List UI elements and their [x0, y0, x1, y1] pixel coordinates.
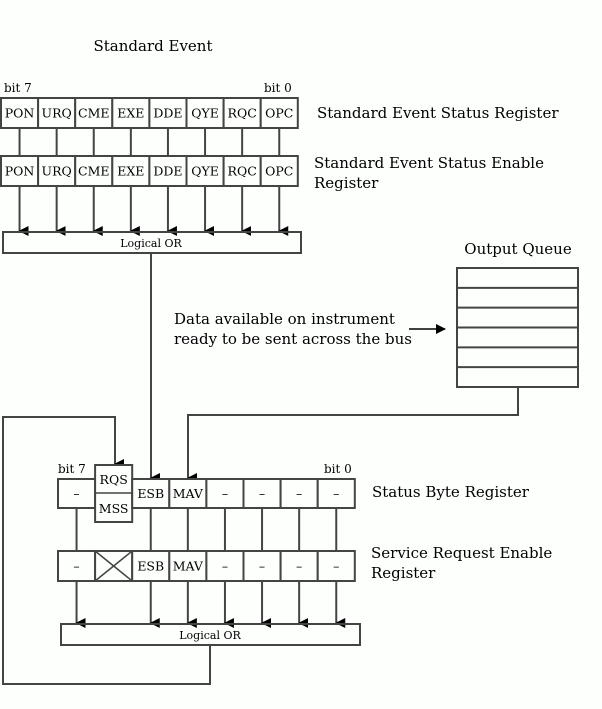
- sese-bit-label: URQ: [42, 164, 72, 179]
- sbr-cell-4: MAV: [168, 478, 208, 509]
- sre-label-line1: Service Request Enable: [371, 544, 552, 562]
- sre-bit-label: –: [222, 559, 228, 574]
- data-available-line2: ready to be sent across the bus: [174, 330, 412, 348]
- sre-cell-1: –: [279, 550, 319, 582]
- sese-cell-5: CME: [74, 155, 114, 187]
- sbr-bit0-label: bit 0: [324, 462, 352, 476]
- diagram-title: Standard Event: [94, 37, 213, 55]
- sese-bit-label: RQC: [228, 164, 257, 179]
- sbr-bit7-label: bit 7: [58, 462, 86, 476]
- sre-label-line2: Register: [371, 564, 436, 582]
- sbr-bit-label: –: [259, 486, 265, 501]
- sbr-bit-label: ESB: [137, 486, 164, 501]
- sre-cell-6: [94, 550, 134, 582]
- output-queue-label: Output Queue: [464, 240, 572, 258]
- sese-bit-label: QYE: [191, 164, 219, 179]
- sese-bit-label: EXE: [117, 164, 144, 179]
- sese-cell-3: DDE: [148, 155, 188, 187]
- sbr-cell-7: –: [57, 478, 97, 509]
- sese-to-or-arrows: [18, 186, 289, 236]
- data-available-line1: Data available on instrument: [174, 310, 395, 328]
- standard-event-status-register: PON URQ CME EXE DDE QYE RQC OPC: [0, 97, 299, 129]
- ser-cell-1: RQC: [222, 97, 262, 129]
- ser-cell-5: CME: [74, 97, 114, 129]
- sese-bit-label: OPC: [265, 164, 293, 179]
- ser-bit-label: DDE: [153, 106, 182, 121]
- sbr-bit-label: –: [222, 486, 228, 501]
- sese-cell-0: OPC: [259, 155, 299, 187]
- sbr-cell-1: –: [279, 478, 319, 509]
- sese-cell-2: QYE: [185, 155, 225, 187]
- status-byte-register: – RQS MSS ESB MAV – – – –: [57, 464, 356, 523]
- ser-cell-4: EXE: [111, 97, 151, 129]
- ser-bit-label: URQ: [42, 106, 72, 121]
- sre-bit-label: –: [333, 559, 339, 574]
- sre-bit-label: –: [259, 559, 265, 574]
- rqs-label: RQS: [100, 472, 128, 487]
- ser-bit-label: CME: [78, 106, 110, 121]
- ser-bit0-label: bit 0: [264, 81, 292, 95]
- ser-cell-7: PON: [0, 97, 40, 129]
- service-request-enable-register: – ESB MAV – – – –: [57, 550, 356, 582]
- sese-cell-6: URQ: [37, 155, 77, 187]
- sbr-cell-5: ESB: [131, 478, 171, 509]
- standard-event-status-enable-register: PON URQ CME EXE DDE QYE RQC OPC: [0, 155, 299, 187]
- sbr-bit-label: MAV: [173, 486, 204, 501]
- sre-cell-4: MAV: [168, 550, 208, 582]
- ser-bit-label: RQC: [228, 106, 257, 121]
- sese-bit-label: CME: [78, 164, 110, 179]
- output-queue: [456, 267, 579, 388]
- sre-bit-label: –: [296, 559, 302, 574]
- sbr-cell-0: –: [316, 478, 356, 509]
- sre-cell-2: –: [242, 550, 282, 582]
- sre-bit-label: –: [73, 559, 79, 574]
- sbr-label: Status Byte Register: [372, 483, 530, 501]
- ser-to-sese-connectors: [18, 128, 281, 156]
- sese-cell-4: EXE: [111, 155, 151, 187]
- ser-cell-2: QYE: [185, 97, 225, 129]
- ser-label: Standard Event Status Register: [317, 104, 559, 122]
- sre-cell-0: –: [316, 550, 356, 582]
- sre-cell-5: ESB: [131, 550, 171, 582]
- sre-cell-3: –: [205, 550, 245, 582]
- sre-cell-7: –: [57, 550, 97, 582]
- ser-cell-6: URQ: [37, 97, 77, 129]
- ser-cell-0: OPC: [259, 97, 299, 129]
- sese-cell-7: PON: [0, 155, 40, 187]
- logical-or-bottom-box: [60, 623, 361, 646]
- ser-bit-label: EXE: [117, 106, 144, 121]
- sbr-bit-label: –: [73, 486, 79, 501]
- sre-to-or-arrows: [75, 581, 346, 628]
- ser-cell-3: DDE: [148, 97, 188, 129]
- rqs-feedback-line: [2, 416, 211, 685]
- mss-label: MSS: [99, 501, 129, 516]
- sre-bit-label: MAV: [173, 559, 204, 574]
- sbr-to-sre-connectors: [75, 508, 338, 551]
- sbr-cell-3: –: [205, 478, 245, 509]
- ser-bit-label: OPC: [265, 106, 293, 121]
- mav-line: [187, 387, 519, 483]
- sese-label-line1: Standard Event Status Enable: [314, 154, 544, 172]
- sre-bit-label: ESB: [137, 559, 164, 574]
- logical-or-bottom-label: Logical OR: [179, 629, 241, 642]
- sese-bit-label: DDE: [153, 164, 182, 179]
- ser-bit-label: PON: [5, 106, 35, 121]
- sbr-cell-6: RQS MSS: [94, 464, 134, 523]
- sbr-bit-label: –: [333, 486, 339, 501]
- sese-bit-label: PON: [5, 164, 35, 179]
- logical-or-top-label: Logical OR: [120, 237, 182, 250]
- sese-label-line2: Register: [314, 174, 379, 192]
- ser-bit7-label: bit 7: [4, 81, 32, 95]
- sbr-cell-2: –: [242, 478, 282, 509]
- ser-bit-label: QYE: [191, 106, 219, 121]
- sese-cell-1: RQC: [222, 155, 262, 187]
- sbr-bit-label: –: [296, 486, 302, 501]
